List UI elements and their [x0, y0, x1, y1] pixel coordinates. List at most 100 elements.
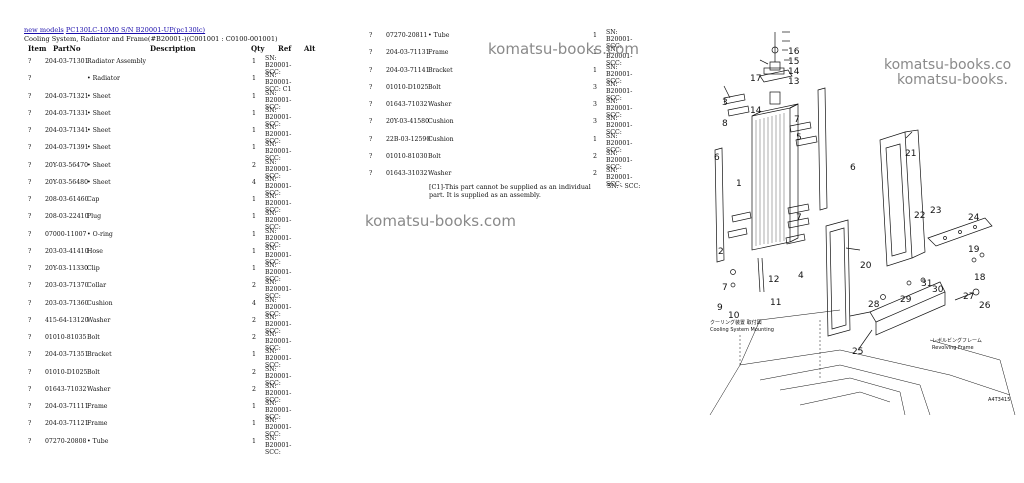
description-cell: Clip [87, 265, 100, 272]
sn-cell: SN: B20001- SCC: [265, 296, 292, 318]
header-description: Description [150, 44, 196, 53]
description-cell: Washer [428, 170, 452, 177]
item-cell: ? [28, 109, 32, 117]
qty-cell: 2 [252, 316, 256, 324]
item-cell: ? [28, 127, 32, 134]
partno-cell: 01643-31032 [386, 170, 428, 177]
item-cell: ? [28, 92, 32, 100]
caption-frame-en: Revolving Frame [932, 345, 974, 351]
qty-cell: 1 [252, 351, 256, 359]
qty-cell: 2 [252, 385, 256, 393]
partno-cell: 203-03-41410 [45, 247, 89, 255]
item-cell: ? [28, 299, 32, 307]
callout-3: 3 [722, 98, 728, 108]
sn-cell: SN: B20001- SCC: [606, 167, 633, 188]
item-cell: ? [369, 32, 373, 39]
qty-cell: 1 [252, 230, 256, 238]
callout-19: 19 [968, 245, 980, 255]
callout-28: 28 [868, 300, 880, 310]
sn-cell: SN: B20001- SCC: [606, 98, 633, 119]
description-cell: Cushion [428, 118, 454, 126]
sn-cell: SN: B20001- SCC: [265, 141, 292, 163]
breadcrumb-link-new-models[interactable]: new models [24, 26, 64, 34]
partno-cell: 204-03-71391 [45, 144, 89, 152]
description-cell: Bolt [87, 334, 100, 341]
sn-cell: SN: B20001- SCC: [606, 149, 633, 171]
item-cell: ? [28, 351, 32, 359]
sn-cell: SN: B20001- SCC: [606, 132, 633, 154]
callout-18: 18 [974, 273, 986, 283]
qty-cell: 2 [252, 161, 256, 169]
callout-10: 10 [728, 311, 740, 321]
qty-cell: 2 [593, 152, 597, 160]
qty-cell: 1 [252, 437, 256, 445]
callout-11: 11 [770, 298, 781, 308]
item-cell: ? [28, 316, 32, 324]
callout-8: 8 [722, 119, 728, 129]
partno-cell: 204-03-71141 [386, 66, 430, 74]
callout-6: 6 [850, 163, 856, 173]
header-ref: Ref [278, 44, 292, 53]
partno-cell: 01010-D1025 [45, 368, 88, 376]
note-sn: SN: - SCC: [607, 183, 641, 190]
item-cell: ? [28, 75, 32, 83]
qty-cell: 1 [593, 49, 597, 57]
qty-cell: 1 [252, 109, 256, 117]
description-cell: Bolt [87, 368, 100, 376]
qty-cell: 1 [252, 92, 256, 100]
callout-7: 7 [722, 283, 728, 293]
partno-cell: 203-03-71370 [45, 282, 89, 290]
caption-cooling-en: Cooling System Mounting [710, 327, 774, 333]
callout-13: 13 [788, 77, 799, 87]
qty-cell: 1 [252, 58, 256, 65]
item-cell: ? [369, 101, 373, 108]
description-cell: Bracket [428, 66, 453, 74]
description-cell: • Sheet [87, 178, 111, 186]
description-cell: Washer [428, 101, 452, 108]
qty-cell: 1 [252, 265, 256, 272]
description-cell: Cushion [428, 135, 454, 143]
callout-30: 30 [932, 285, 944, 295]
sn-cell: SN: B20001- SCC: [606, 29, 633, 50]
partno-cell: 01010-81035 [45, 334, 87, 341]
qty-cell: 1 [252, 420, 256, 428]
sn-cell: SN: B20001- SCC: C1 [265, 72, 292, 94]
callout-4: 4 [798, 271, 804, 281]
callout-21: 21 [905, 149, 916, 159]
item-cell: ? [28, 265, 32, 272]
caption-frame-jp: レボルビングフレーム [932, 337, 982, 344]
item-cell: ? [28, 368, 32, 376]
sn-cell: SN: B20001- SCC: [265, 244, 292, 266]
callout-25: 25 [852, 347, 863, 357]
qty-cell: 1 [252, 247, 256, 255]
breadcrumb-link-model[interactable]: PC130LC-10M0 S/N B20001-UP(pc130lc) [65, 26, 206, 34]
description-cell: • Sheet [87, 109, 111, 117]
description-cell: Hose [87, 247, 103, 255]
item-cell: ? [28, 403, 32, 410]
sn-cell: SN: B20001- SCC: [265, 279, 292, 301]
qty-cell: 3 [593, 101, 597, 108]
sn-cell: SN: B20001- SCC: [606, 46, 633, 68]
sn-cell: SN: B20001- SCC: [265, 193, 292, 214]
description-cell: • Radiator [87, 75, 120, 83]
description-cell: • O-ring [87, 230, 113, 238]
callout-29: 29 [900, 295, 912, 305]
item-cell: ? [369, 118, 373, 126]
partno-cell: 01643-71032 [386, 101, 428, 108]
item-cell: ? [28, 161, 32, 169]
